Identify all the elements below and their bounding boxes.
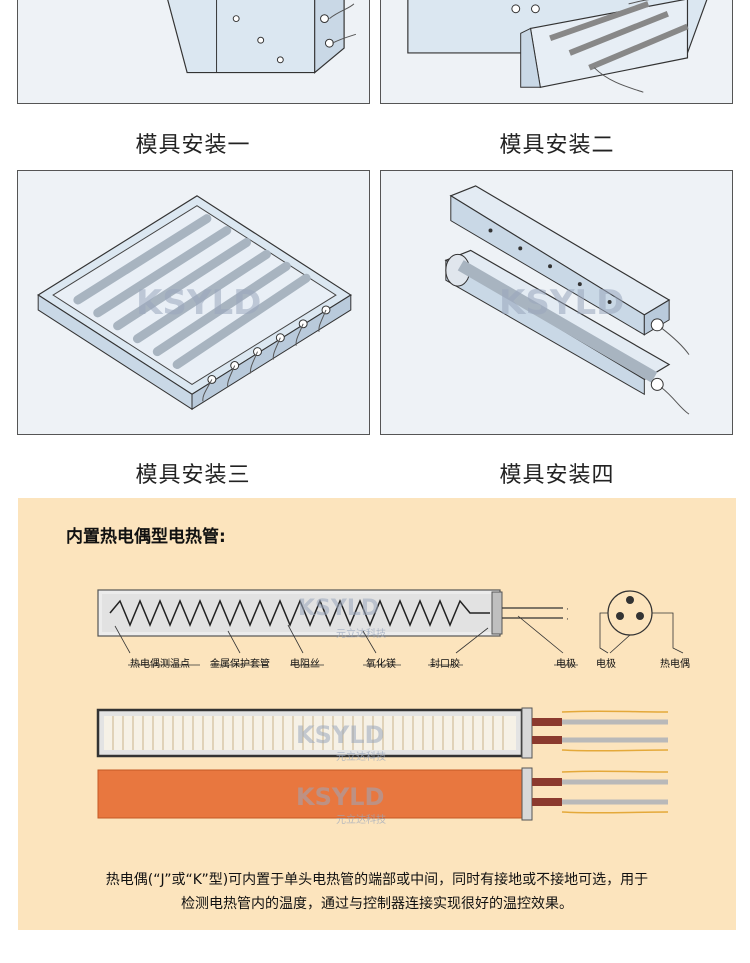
label-magnesium-oxide: 氧化镁 — [366, 659, 396, 670]
label-thermocouple: 热电偶 — [660, 659, 690, 670]
caption-mold-install-4: 模具安装四 — [499, 463, 615, 488]
label-electrode-a: 电极 — [556, 659, 576, 670]
watermark-company-info-2: 元立达科技 — [336, 752, 386, 763]
watermark-logo-4: KSYLD — [499, 283, 625, 323]
description-line-2: 检测电热管内的温度，通过与控制器连接实现很好的温控效果。 — [181, 896, 573, 912]
info-title: 内置热电偶型电热管: — [66, 527, 226, 547]
watermark-logo-info-3: KSYLD — [296, 783, 385, 811]
watermark-logo-info-2: KSYLD — [296, 721, 385, 749]
description-line-1: 热电偶(“J”或“K”型)可内置于单头电热管的端部或中间，同时有接地或不接地可选… — [105, 872, 649, 888]
caption-mold-install-1: 模具安装一 — [135, 133, 251, 158]
mold-install-3-image: KSYLD — [17, 170, 370, 435]
mold-install-2-image — [380, 0, 733, 104]
label-electrode-b: 电极 — [596, 659, 616, 670]
label-metal-sheath: 金属保护套管 — [210, 659, 270, 670]
mold-install-4-image: KSYLD — [380, 170, 733, 435]
svg-text:·: · — [566, 605, 569, 615]
watermark-company-info-1: 元立达科技 — [336, 629, 386, 640]
label-resistance-wire: 电阻丝 — [290, 659, 320, 670]
heater-structure-diagram: · · — [96, 589, 684, 821]
thermocouple-heater-info-section: 内置热电偶型电热管: · · — [18, 498, 736, 930]
mold-plate-illustration — [37, 195, 352, 411]
watermark-logo-3: KSYLD — [136, 283, 262, 323]
caption-mold-install-2: 模具安装二 — [499, 133, 615, 158]
svg-text:·: · — [566, 615, 569, 625]
mold-install-1-image — [17, 0, 370, 104]
mold-split-block-illustration — [444, 185, 690, 415]
label-thermocouple-point: 热电偶测温点 — [130, 659, 190, 670]
caption-mold-install-3: 模具安装三 — [135, 463, 251, 488]
watermark-company-info-3: 元立达科技 — [336, 815, 386, 826]
label-sealant: 封口胶 — [430, 659, 460, 670]
mold-block-illustration-1 — [167, 0, 357, 74]
description: 热电偶(“J”或“K”型)可内置于单头电热管的端部或中间，同时有接地或不接地可选… — [28, 868, 726, 916]
watermark-logo-info-1: KSYLD — [298, 596, 380, 621]
mold-block-illustration-2 — [407, 0, 708, 93]
